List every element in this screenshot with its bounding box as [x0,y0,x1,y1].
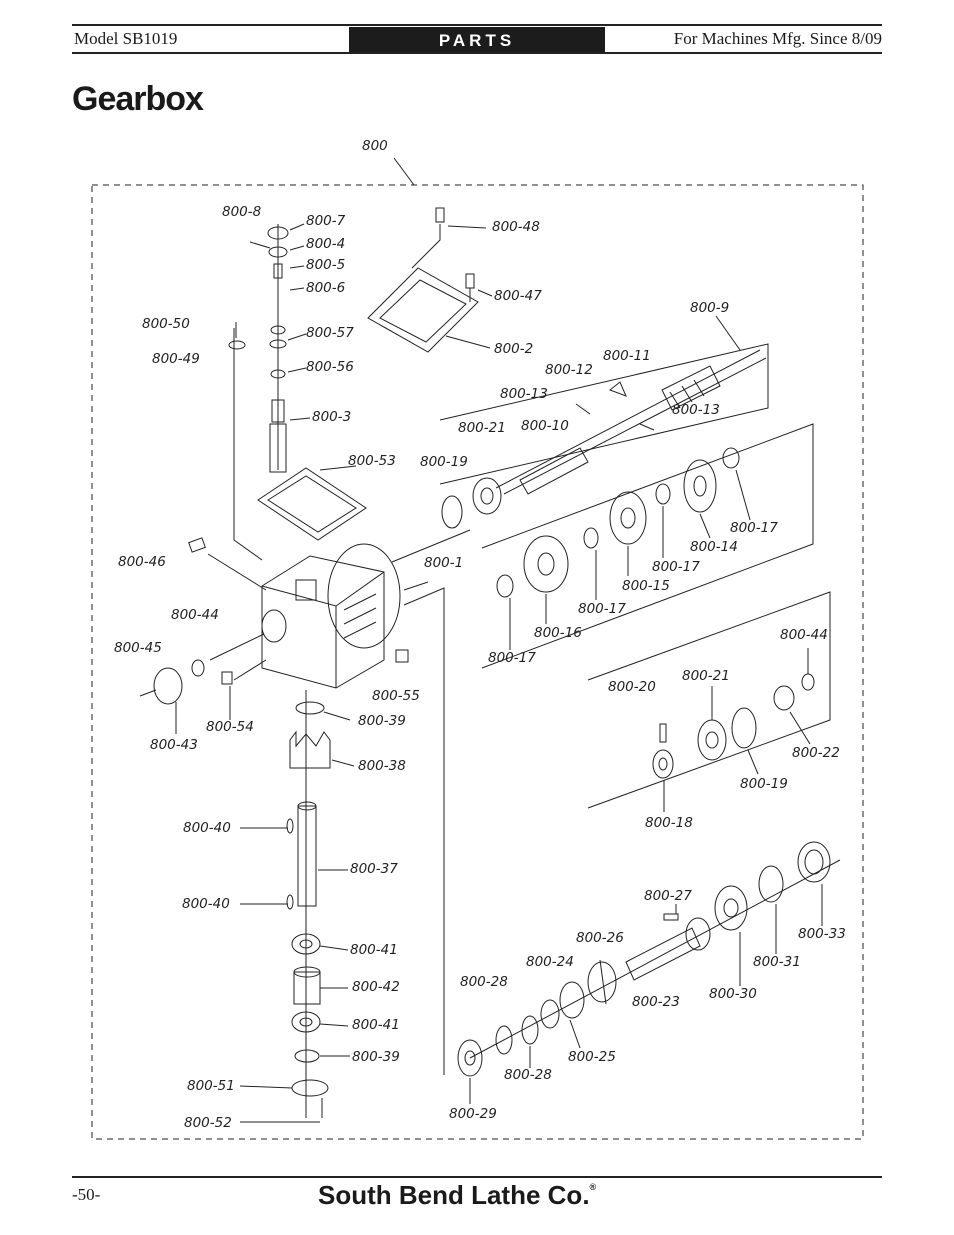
callout-800-57: 800-57 [306,325,354,341]
callout-800-20: 800-20 [608,679,656,695]
callout-800-56: 800-56 [306,359,354,375]
callout-800-27: 800-27 [644,888,692,904]
brand-logo-text: South Bend Lathe Co.® [318,1180,596,1211]
page-number: -50- [72,1185,101,1204]
callout-800-4: 800-4 [306,236,345,252]
callout-800-28-lower: 800-28 [504,1067,552,1083]
assembly-boundary [91,184,864,1140]
callout-800-7: 800-7 [306,213,346,229]
header-bottom-rule [72,52,882,54]
callout-800-12: 800-12 [545,362,593,378]
callout-800-45: 800-45 [114,640,162,656]
header-top-rule [72,24,882,26]
registered-mark: ® [589,1182,597,1192]
machines-label: For Machines Mfg. Since 8/09 [673,29,882,48]
callout-800-21-lower: 800-21 [682,668,730,684]
callout-800-41-upper: 800-41 [350,942,398,958]
callout-800-17-b: 800-17 [652,559,700,575]
callout-800-39-lower: 800-39 [352,1049,400,1065]
callout-800-9: 800-9 [690,300,729,316]
callout-800-25: 800-25 [568,1049,616,1065]
page-title: Gearbox [72,80,204,118]
callout-800-28-upper: 800-28 [460,974,508,990]
callout-800-41-lower: 800-41 [352,1017,400,1033]
callout-800-40-upper: 800-40 [183,820,231,836]
callout-800-50: 800-50 [142,316,190,332]
callout-800-39-upper: 800-39 [358,713,406,729]
callout-800-40-lower: 800-40 [182,896,230,912]
callout-800-44-right: 800-44 [780,627,828,643]
callout-800-3: 800-3 [312,409,351,425]
callout-800-24: 800-24 [526,954,574,970]
callout-800-17-a: 800-17 [730,520,778,536]
callout-800-55: 800-55 [372,688,420,704]
callout-800-31: 800-31 [753,954,801,970]
callout-800-33: 800-33 [798,926,846,942]
callout-800-51: 800-51 [187,1078,235,1094]
callout-800-42: 800-42 [352,979,400,995]
callout-800-19-upper: 800-19 [420,454,468,470]
callout-800-18: 800-18 [645,815,693,831]
brand-name: South Bend Lathe Co. [318,1180,590,1210]
callout-800-17-c: 800-17 [578,601,626,617]
callout-800-46: 800-46 [118,554,166,570]
callout-800-26: 800-26 [576,930,624,946]
footer-rule [72,1176,882,1178]
callout-800-49: 800-49 [152,351,200,367]
callout-800-37: 800-37 [350,861,398,877]
callout-800-5: 800-5 [306,257,345,273]
callout-800-30: 800-30 [709,986,757,1002]
callout-800-10: 800-10 [521,418,569,434]
callout-800-38: 800-38 [358,758,406,774]
callout-800-48: 800-48 [492,219,540,235]
callout-800-44-left: 800-44 [171,607,219,623]
callout-800-14: 800-14 [690,539,738,555]
callout-800-43: 800-43 [150,737,198,753]
section-banner: PARTS [349,27,605,52]
callout-800-13-right: 800-13 [672,402,720,418]
callout-800-53: 800-53 [348,453,396,469]
callout-800-8: 800-8 [222,204,261,220]
model-label: Model SB1019 [74,29,178,48]
callout-800-2: 800-2 [494,341,533,357]
callout-800-13-left: 800-13 [500,386,548,402]
callout-800-6: 800-6 [306,280,345,296]
callout-800: 800 [362,138,388,154]
callout-800-21-upper: 800-21 [458,420,506,436]
callout-800-16: 800-16 [534,625,582,641]
callout-800-29: 800-29 [449,1106,497,1122]
callout-800-52: 800-52 [184,1115,232,1131]
callout-800-23: 800-23 [632,994,680,1010]
callout-800-11: 800-11 [603,348,651,364]
callout-800-22: 800-22 [792,745,840,761]
callout-800-54: 800-54 [206,719,254,735]
callout-800-17-d: 800-17 [488,650,536,666]
callout-800-15: 800-15 [622,578,670,594]
callout-800-1: 800-1 [424,555,463,571]
callout-800-47: 800-47 [494,288,542,304]
callout-800-19-lower: 800-19 [740,776,788,792]
